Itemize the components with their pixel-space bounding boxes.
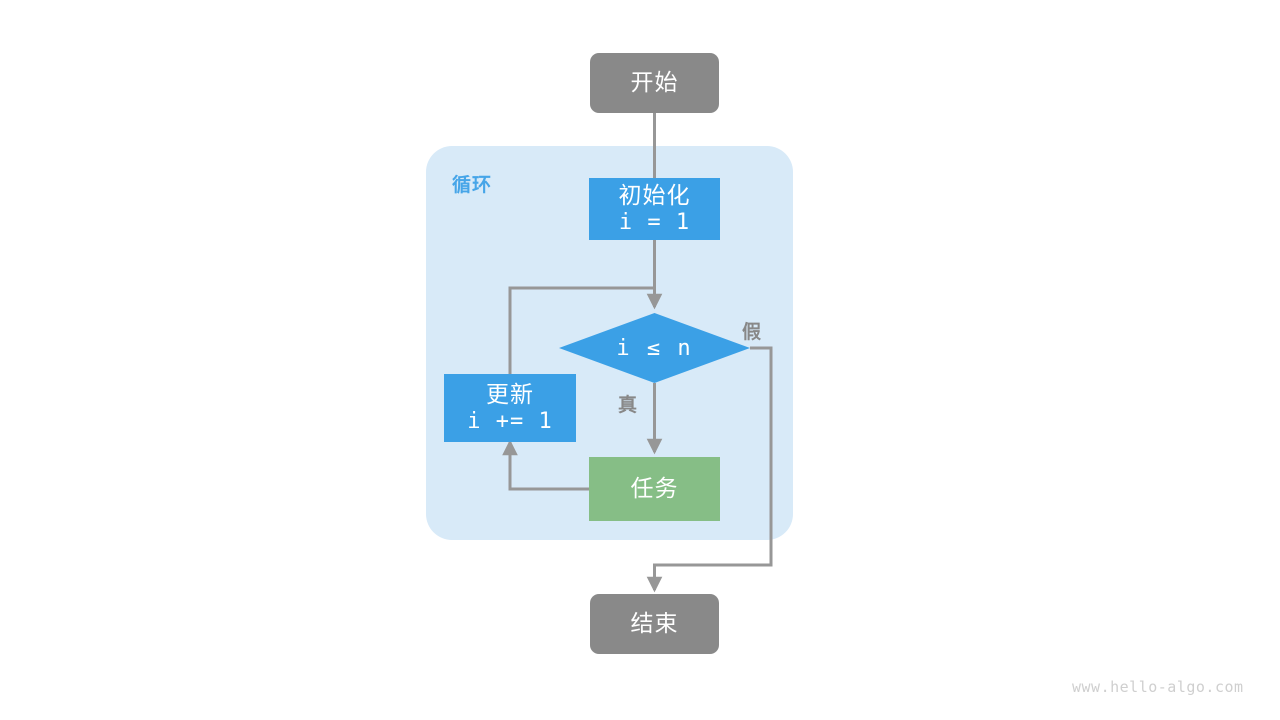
node-update[interactable]: 更新 i += 1 xyxy=(444,374,576,442)
node-start[interactable]: 开始 xyxy=(590,53,719,113)
node-condition[interactable]: i ≤ n xyxy=(559,313,750,383)
node-end[interactable]: 结束 xyxy=(590,594,719,654)
node-task-label: 任务 xyxy=(630,475,679,502)
node-init-code: i = 1 xyxy=(618,210,691,236)
node-init-label: 初始化 xyxy=(618,181,691,208)
edge-task-to-update xyxy=(502,439,589,491)
edge-label-false: 假 xyxy=(742,322,762,343)
edge-update-to-condition xyxy=(508,286,655,374)
node-update-code: i += 1 xyxy=(467,409,553,435)
node-update-label: 更新 xyxy=(486,380,534,407)
node-start-label: 开始 xyxy=(630,69,679,96)
node-end-label: 结束 xyxy=(630,610,679,637)
node-task[interactable]: 任务 xyxy=(589,457,720,521)
edge-label-true: 真 xyxy=(618,395,638,416)
node-init[interactable]: 初始化 i = 1 xyxy=(589,178,720,240)
edge-condition-false-to-end xyxy=(646,346,773,593)
node-condition-label: i ≤ n xyxy=(616,335,693,361)
loop-group-label: 循环 xyxy=(452,175,493,196)
decision-diamond xyxy=(559,313,750,383)
watermark: www.hello-algo.com xyxy=(1072,678,1244,696)
